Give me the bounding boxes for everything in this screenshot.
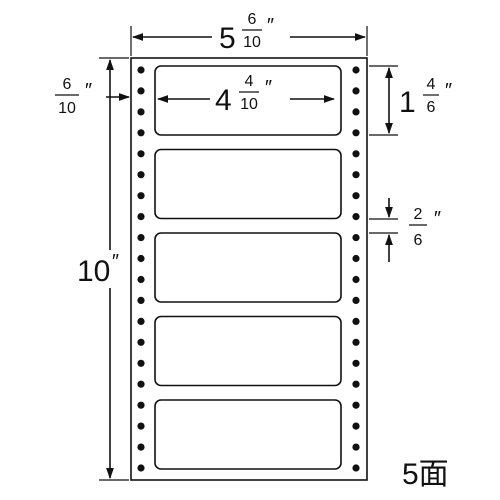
feed-hole [137,338,145,346]
feed-holes-right [352,66,360,472]
label-width-unit: ″ [264,77,272,99]
feed-hole [137,171,145,179]
feed-hole [352,87,360,95]
feed-hole [137,401,145,409]
sheet-height-value: 10 [77,255,110,288]
feed-hole [352,254,360,263]
sheet-width-num: 6 [248,11,257,28]
sheet-width-whole: 5 [219,22,236,55]
feed-hole [137,464,145,472]
label-height-whole: 1 [399,86,416,119]
feed-hole [137,275,145,284]
sheet-width-unit: ″ [266,15,274,37]
gap-unit: ″ [433,208,441,230]
feed-hole [352,192,360,200]
feed-hole [352,108,360,116]
feed-hole [352,275,360,284]
feed-hole [352,129,360,137]
feed-hole [352,213,360,221]
feed-hole [137,380,145,388]
sheet-width-den: 10 [243,34,261,51]
feed-hole [137,296,145,304]
label-rect [154,148,342,220]
label-width-den: 10 [240,96,258,113]
feed-hole [137,87,145,95]
label-rect [154,232,342,303]
label-rect [154,65,342,136]
label-height-den: 6 [427,99,436,116]
feed-hole [137,150,145,158]
feed-hole [352,150,360,158]
feed-hole [137,192,145,200]
feed-hole [137,234,145,242]
feed-hole [352,401,360,409]
gap-num: 2 [414,206,423,223]
feed-hole [352,338,360,346]
margin-num: 6 [63,76,72,93]
label-height-num: 4 [427,76,436,93]
sheet-height-text-bg [74,250,120,288]
feed-hole [137,254,145,263]
layout-label: 5面 [402,458,449,491]
feed-hole [137,443,145,451]
feed-hole [352,171,360,179]
feed-hole [352,234,360,242]
label-width-whole: 4 [215,84,232,117]
feed-hole [137,317,145,325]
feed-hole [352,380,360,388]
feed-hole [352,443,360,451]
sheet-outline [130,57,368,481]
sheet-height-unit: ″ [111,251,119,273]
feed-hole [137,422,145,430]
feed-hole [137,108,145,116]
gap-den: 6 [414,232,423,249]
label-height-unit: ″ [444,80,452,102]
margin-unit: ″ [84,80,92,102]
feed-hole [137,66,145,74]
feed-hole [352,422,360,430]
feed-hole [137,213,145,221]
feed-hole [352,464,360,472]
margin-den: 10 [58,100,76,117]
feed-hole [137,359,145,367]
label-width-num: 4 [245,73,254,90]
feed-hole [352,317,360,325]
feed-holes-left [137,66,145,472]
feed-hole [352,66,360,74]
feed-hole [352,296,360,304]
feed-hole [137,129,145,137]
labels-group [154,65,342,470]
feed-hole [352,359,360,367]
label-rect [154,315,342,387]
label-rect [154,399,342,470]
